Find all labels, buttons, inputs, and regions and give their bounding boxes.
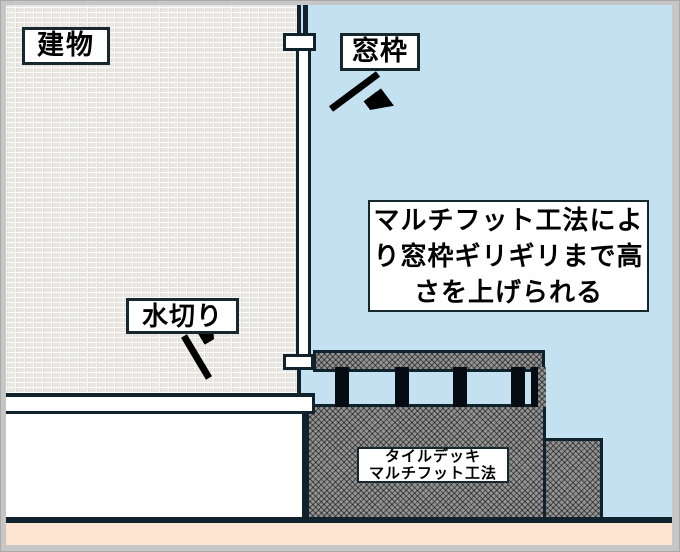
- window-frame-top-line: [303, 5, 308, 37]
- window-frame-top-cap: [283, 33, 316, 51]
- deck-edge-column: [538, 367, 546, 407]
- building-label: 建物: [22, 27, 110, 65]
- method-callout-line-1: マルチフット工法によ: [373, 205, 644, 235]
- deck-post: [531, 367, 538, 407]
- water-drip-label: 水切り: [126, 298, 239, 334]
- deck-method-label-line-2: マルチフット工法: [368, 465, 497, 482]
- water-drip-label-text: 水切り: [141, 300, 223, 331]
- building-label-text: 建物: [37, 30, 95, 61]
- deck-post: [335, 367, 349, 407]
- tile-deck-slab: [313, 350, 545, 372]
- method-callout: マルチフット工法によ り窓枠ギリギリまで高 さを上げられる: [368, 200, 649, 312]
- method-callout-line-3: さを上げられる: [413, 277, 603, 307]
- window-frame-label-text: 窓枠: [352, 36, 408, 67]
- deck-post: [511, 367, 525, 407]
- water-drip-edge: [6, 393, 315, 414]
- sky-background: 建物 窓枠 水切り マルチフット工法によ り窓枠ギリギリまで高 さを上げられる …: [6, 5, 672, 545]
- window-frame-bottom-cap: [283, 354, 314, 370]
- deck-method-label: タイルデッキ マルチフット工法: [357, 447, 509, 483]
- window-frame-arrow: [328, 71, 378, 109]
- building-wall: [6, 5, 301, 397]
- ground: [6, 523, 672, 545]
- window-frame: [296, 45, 311, 363]
- ground-line: [6, 517, 672, 523]
- window-frame-label: 窓枠: [340, 33, 420, 71]
- deck-step: [546, 438, 603, 524]
- building-foundation: [6, 397, 307, 521]
- deck-post: [453, 367, 467, 407]
- deck-method-label-line-1: タイルデッキ: [384, 448, 481, 465]
- method-callout-line-2: り窓枠ギリギリまで高: [373, 241, 644, 271]
- deck-post: [395, 367, 409, 407]
